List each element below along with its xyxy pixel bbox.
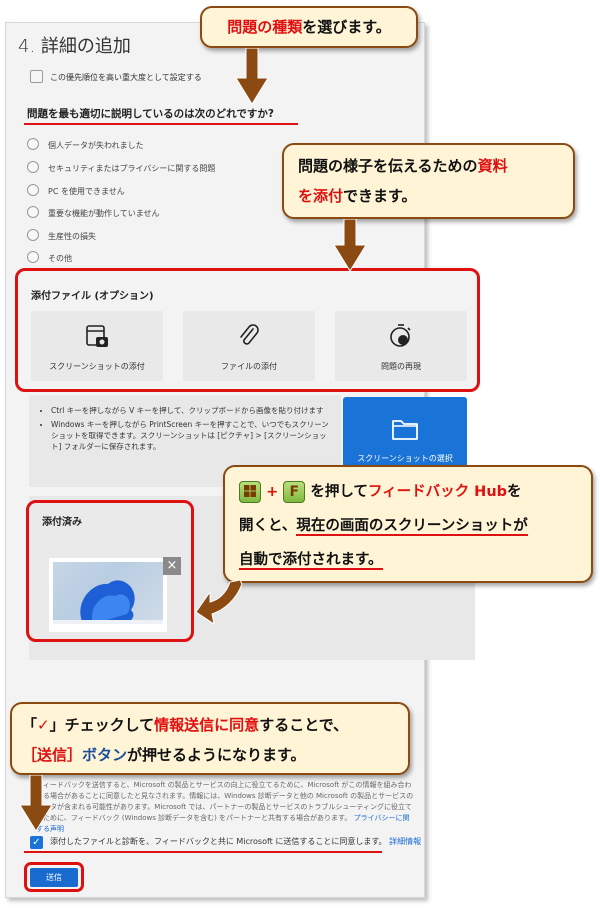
- callout-text: フィードバック Hub: [367, 484, 508, 500]
- consent-checkbox[interactable]: ✓: [30, 836, 43, 849]
- callout-text: を: [507, 484, 522, 500]
- arrow-curved-icon: [196, 580, 243, 625]
- callout-auto-screenshot: + F を押してフィードバック Hubを 開くと、現在の画面のスクリーンショット…: [223, 465, 593, 583]
- radio-option-3[interactable]: [27, 206, 39, 218]
- problem-type-question: 問題を最も適切に説明しているのは次のどれですか?: [27, 108, 274, 120]
- callout-text: 問題の種類: [227, 18, 303, 36]
- callout-text: ボタン: [82, 746, 128, 764]
- radio-label: 個人データが失われました: [48, 141, 144, 150]
- callout-text: チェックして: [64, 716, 155, 734]
- callout-text: 開くと、: [239, 518, 297, 534]
- consent-label-wrap: 添付したファイルと診断を、フィードバックと共に Microsoft に送信するこ…: [50, 836, 421, 847]
- question-underline: [24, 123, 298, 125]
- callout-text: 資料: [477, 157, 508, 175]
- attachments-title: 添付ファイル (オプション): [31, 291, 154, 302]
- priority-checkbox-label: この優先順位を高い重大度として設定する: [50, 73, 202, 82]
- callout-text: できます。: [343, 187, 417, 205]
- plus-sign: +: [266, 484, 279, 500]
- tile-label: スクリーンショットの添付: [49, 362, 145, 371]
- radio-label: その他: [48, 254, 72, 263]
- callout-attach-material: 問題の様子を伝えるための資料 を添付できます。: [282, 143, 575, 219]
- radio-label: PC を使用できません: [48, 187, 125, 196]
- callout-text: 「: [22, 716, 38, 734]
- hint-item: Windows キーを押しながら PrintScreen キーを押すことで、いつ…: [51, 419, 333, 452]
- radio-option-5[interactable]: [27, 251, 39, 263]
- hint-item: Ctrl キーを押しながら V キーを押して、クリップボードから画像を貼り付けま…: [51, 405, 333, 416]
- windows-bloom-wallpaper: [53, 562, 163, 624]
- consent-description: フィードバックを送信すると、Microsoft の製品とサービスの向上に役立てる…: [36, 780, 416, 835]
- paperclip-icon: [240, 324, 259, 345]
- folder-icon: [392, 420, 418, 440]
- callout-text: することで、: [259, 716, 349, 734]
- check-mark-icon: ✓: [37, 716, 50, 734]
- select-screenshot-button[interactable]: スクリーンショットの選択: [343, 397, 467, 467]
- callout-text: 現在の画面のスクリーンショットが: [296, 518, 528, 536]
- attach-screenshot-button[interactable]: スクリーンショットの添付: [31, 311, 163, 381]
- windows-key-icon: [239, 481, 261, 503]
- callout-consent: 「✓」チェックして情報送信に同意することで、 ［送信］ボタンが押せるようになりま…: [10, 702, 410, 775]
- f-key-icon: F: [283, 481, 306, 503]
- attached-title: 添付済み: [42, 517, 82, 528]
- arrow-down-icon: [333, 219, 367, 272]
- consent-underline: [24, 851, 382, 853]
- section-title: 4. 詳細の追加: [18, 36, 131, 57]
- arrow-down-icon: [235, 48, 269, 105]
- attached-screenshot-thumbnail[interactable]: [49, 558, 167, 632]
- arrow-down-icon: [19, 775, 53, 832]
- attachments-section: 添付ファイル (オプション) スクリーンショットの添付 ファイルの添付 問題の再…: [15, 268, 480, 392]
- stopwatch-record-icon: [390, 324, 411, 347]
- priority-checkbox[interactable]: [30, 70, 43, 83]
- callout-text: が押せるようになります。: [127, 746, 306, 764]
- callout-text: 自動で添付されます。: [239, 552, 383, 570]
- select-screenshot-label: スクリーンショットの選択: [357, 454, 453, 463]
- attach-file-button[interactable]: ファイルの添付: [183, 311, 315, 381]
- callout-text: 問題の様子を伝えるための: [298, 157, 478, 175]
- radio-option-2[interactable]: [27, 184, 39, 196]
- screenshot-camera-icon: [86, 325, 108, 347]
- callout-text: を添付: [298, 187, 344, 205]
- send-button[interactable]: 送信: [30, 868, 78, 887]
- radio-option-4[interactable]: [27, 229, 39, 241]
- radio-label: セキュリティまたはプライバシーに関する問題: [48, 164, 216, 173]
- callout-select-type: 問題の種類を選びます。: [200, 6, 418, 48]
- tile-label: 問題の再現: [381, 362, 421, 371]
- callout-text: を選びます。: [302, 18, 391, 36]
- recreate-problem-button[interactable]: 問題の再現: [335, 311, 467, 381]
- callout-text: ［送信］: [22, 746, 83, 764]
- callout-text: 情報送信に同意: [154, 716, 260, 734]
- radio-option-0[interactable]: [27, 138, 39, 150]
- callout-text: 」: [49, 716, 65, 734]
- radio-label: 重要な機能が動作していません: [48, 209, 160, 218]
- radio-option-1[interactable]: [27, 161, 39, 173]
- consent-checkbox-label: 添付したファイルと診断を、フィードバックと共に Microsoft に送信するこ…: [50, 837, 387, 846]
- callout-text: を押して: [310, 484, 368, 500]
- radio-label: 生産性の損失: [48, 232, 96, 241]
- more-info-link[interactable]: 詳細情報: [389, 837, 422, 846]
- attached-section: 添付済み ×: [26, 500, 194, 642]
- consent-text: フィードバックを送信すると、Microsoft の製品とサービスの向上に役立てる…: [36, 781, 414, 822]
- remove-attachment-button[interactable]: ×: [163, 557, 181, 575]
- tile-label: ファイルの添付: [221, 362, 277, 371]
- send-button-highlight: 送信: [24, 862, 84, 892]
- privacy-statement-link[interactable]: プライバシーに関する声明: [36, 814, 410, 833]
